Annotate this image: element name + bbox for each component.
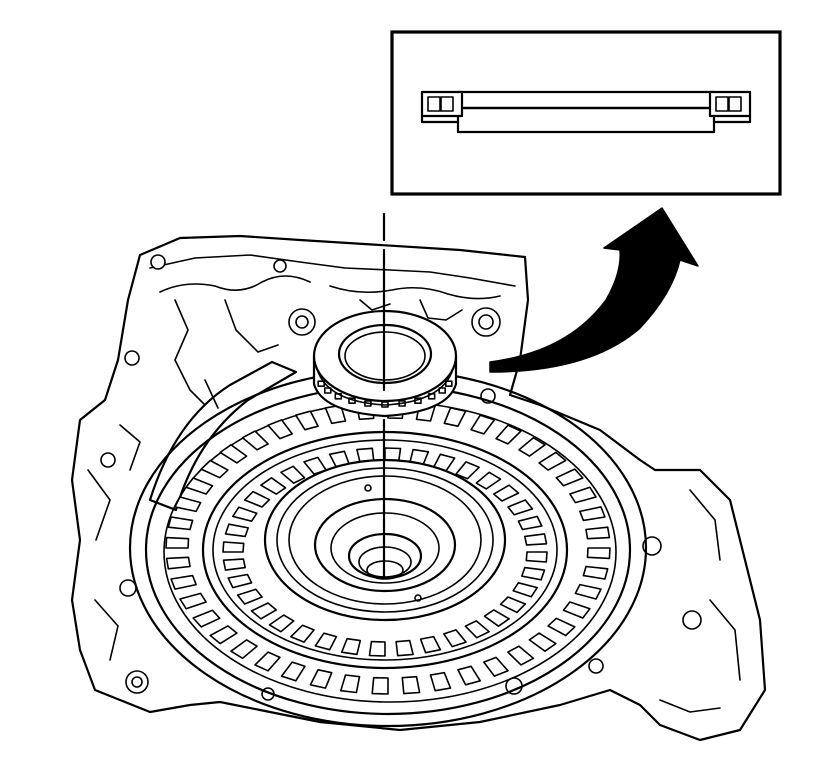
- hub-tooth: [314, 632, 338, 651]
- hub-tooth: [280, 465, 306, 484]
- hub-tooth: [222, 558, 246, 571]
- bearing-roller: [364, 400, 372, 407]
- hub-tooth: [368, 640, 386, 657]
- clutch-tooth: [538, 451, 567, 471]
- clutch-tooth: [179, 592, 207, 610]
- clutch-tooth: [547, 617, 576, 637]
- clutch-tooth: [200, 459, 229, 479]
- detail-inset: [390, 30, 782, 196]
- hub-spline-teeth: [222, 447, 548, 657]
- clutch-tooth: [457, 665, 481, 686]
- clutch-tooth: [528, 632, 557, 652]
- bearing-roller: [427, 392, 436, 400]
- bearing-roller: [414, 397, 422, 405]
- hub-tooth: [340, 637, 362, 656]
- bearing-cross-section: [420, 90, 752, 134]
- hub-tooth: [525, 551, 548, 563]
- hub-tooth: [227, 573, 253, 589]
- clutch-tooth: [518, 436, 546, 457]
- clutch-tooth: [230, 639, 258, 660]
- clutch-tooth: [443, 407, 467, 427]
- clutch-tooth: [371, 676, 389, 695]
- clutch-tooth: [507, 645, 535, 666]
- bearing-roller: [348, 397, 356, 405]
- clutch-tooth: [495, 424, 522, 445]
- hub-tooth: [290, 624, 315, 643]
- clutch-tooth: [555, 468, 584, 487]
- clutch-tooth: [192, 609, 221, 628]
- bearing-roller: [334, 392, 343, 400]
- hub-tooth: [243, 490, 271, 508]
- hub-tooth: [475, 471, 502, 490]
- clutch-tooth: [585, 526, 611, 540]
- bearing-roller: [317, 380, 326, 388]
- hub-tooth: [250, 602, 277, 620]
- clutch-tooth: [574, 583, 602, 600]
- clutch-tooth: [254, 651, 281, 672]
- hub-tooth: [222, 541, 245, 553]
- clutch-tooth: [267, 419, 293, 440]
- bearing-roller: [444, 380, 453, 388]
- clutch-tooth: [209, 625, 238, 645]
- hub-tooth: [232, 506, 258, 522]
- clutch-tooth: [174, 496, 202, 513]
- hub-tooth: [464, 620, 490, 639]
- clutch-tooth: [185, 477, 214, 495]
- clutch-tooth: [483, 656, 509, 677]
- clutch-tooth: [295, 410, 319, 431]
- hub-tooth: [507, 499, 534, 516]
- hub-tooth: [443, 629, 467, 648]
- bearing-roller: [438, 387, 447, 394]
- hub-tooth: [455, 461, 480, 480]
- clutch-tooth: [170, 574, 197, 590]
- hub-tooth: [483, 609, 510, 627]
- clutch-tooth: [470, 414, 496, 435]
- clutch-tooth: [579, 506, 606, 522]
- clutch-tooth: [165, 536, 190, 549]
- hub-tooth: [493, 484, 520, 502]
- hub-tooth: [260, 477, 287, 495]
- clutch-tooth: [219, 444, 248, 464]
- clutch-tooth: [167, 516, 194, 531]
- clutch-tooth: [280, 661, 306, 682]
- hub-tooth: [524, 533, 548, 546]
- hub-tooth: [236, 588, 263, 605]
- hub-tooth: [512, 582, 538, 598]
- clutch-tooth: [429, 671, 452, 692]
- hub-tooth: [499, 596, 527, 614]
- clutch-tooth: [586, 547, 611, 560]
- clutch-tooth: [401, 675, 421, 695]
- bearing-roller: [323, 387, 332, 394]
- hub-tooth: [419, 635, 442, 654]
- hub-tooth: [224, 523, 249, 538]
- clutch-tooth: [165, 556, 191, 570]
- clutch-tooth: [340, 674, 361, 694]
- bearing-roller: [398, 400, 406, 407]
- clutch-tooth: [569, 486, 597, 504]
- clutch-tooth: [309, 669, 333, 689]
- clutch-tooth: [241, 430, 269, 451]
- clutch-tooth: [562, 601, 591, 619]
- bearing-rollers: [317, 380, 453, 408]
- clutch-tooth: [582, 565, 609, 580]
- hub-tooth: [517, 515, 543, 531]
- hub-tooth: [521, 566, 546, 581]
- callout-arrow: [489, 207, 699, 373]
- hub-tooth: [268, 614, 295, 633]
- hub-tooth: [395, 639, 414, 657]
